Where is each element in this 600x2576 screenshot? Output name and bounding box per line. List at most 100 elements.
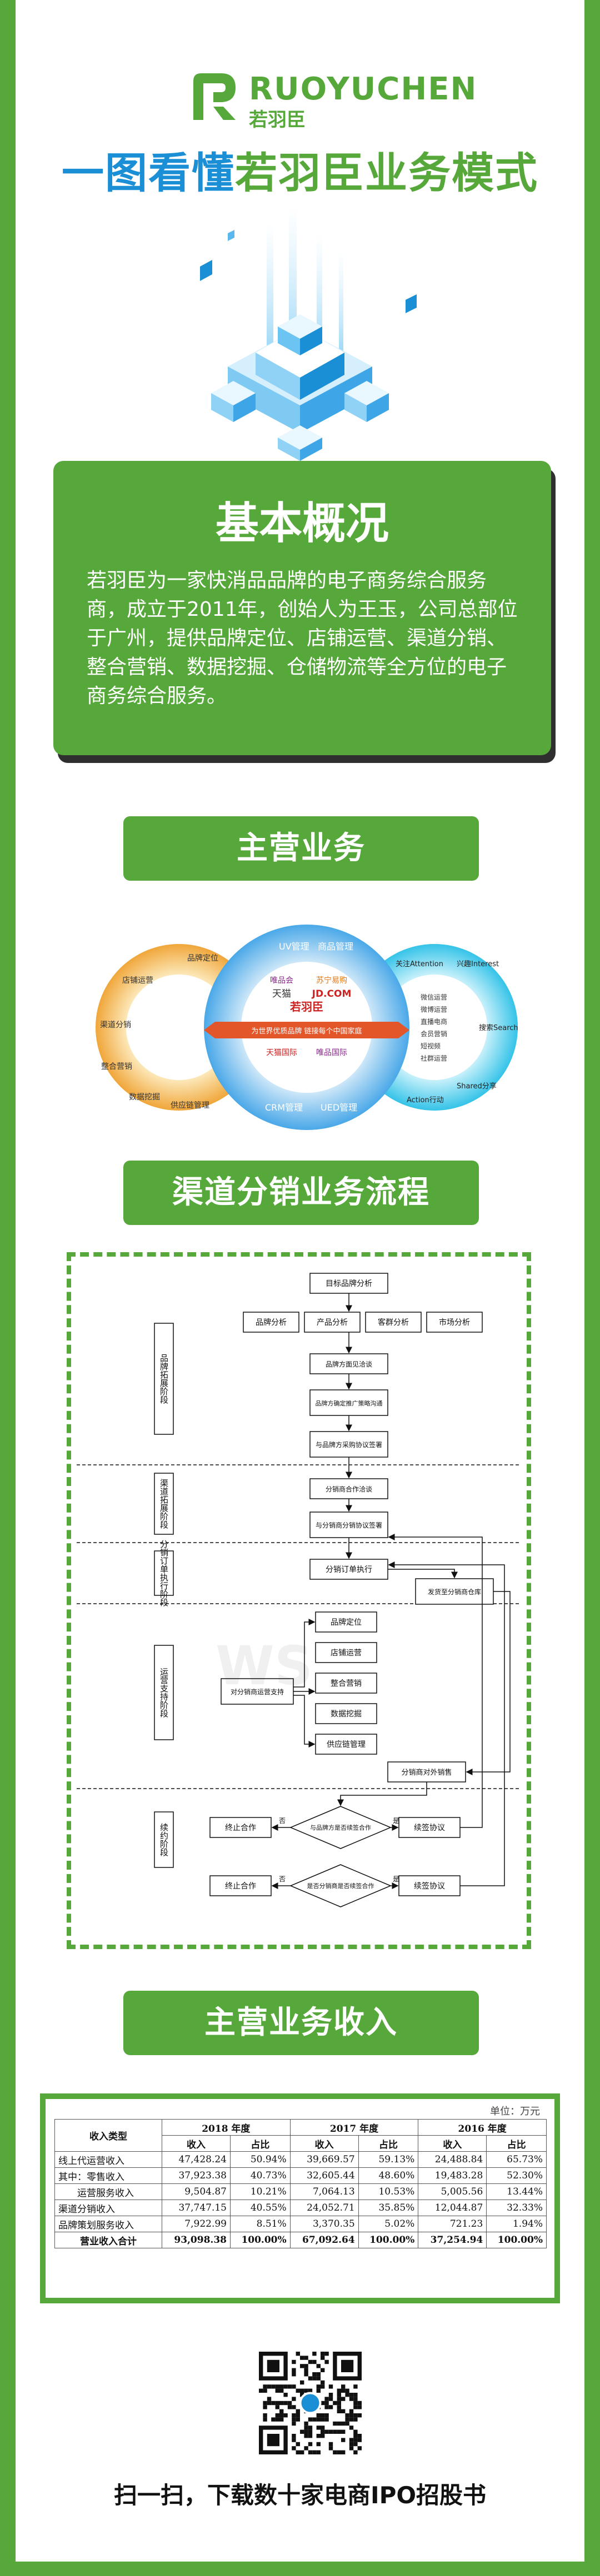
left-item-1: 店铺运营 [122,976,153,985]
row-label: 运营服务收入 [54,2183,162,2200]
cell: 7,064.13 [289,2183,359,2200]
header-year-2016: 2016 年度 [418,2119,547,2136]
flow-renew-1: 与品牌方是否续签合作 [310,1824,371,1831]
cell: 7,922.99 [162,2216,231,2232]
business-model-diagram: 为世界优质品牌 链接每个中国家庭 若羽臣 天猫 JD.COM 唯品会 苏宁易购 … [96,925,518,1130]
table-row: 运营服务收入 9,504.87 10.21% 7,064.13 10.53% 5… [54,2183,547,2200]
flow-expand-1: 品牌方面见洽谈 [326,1360,372,1368]
subheader-share: 占比 [358,2135,419,2152]
flow-no-1: 否 [279,1817,286,1825]
stage-3-label: 分销订单执行阶段 [159,1540,169,1606]
qr-code[interactable] [259,2352,362,2454]
flow-analysis-3: 客群分析 [378,1318,409,1327]
right-list-2: 微博运营 [421,1005,447,1013]
left-item-6: 供应链管理 [171,1101,209,1110]
flow-no-2: 否 [279,1875,286,1883]
logo-vip: 唯品会 [270,976,293,985]
right-item-3: 搜索Search [479,1024,518,1032]
subheader-income: 收入 [162,2135,231,2152]
headline-part1: 一图看懂 [62,148,235,198]
table-row: 其中：零售收入 37,923.38 40.73% 32,605.44 48.60… [54,2167,547,2184]
right-item-2: 兴趣Interest [457,960,499,968]
logo-jd: JD.COM [312,988,352,1000]
flow-yes-2: 是 [393,1875,399,1883]
flow-support-2: 店铺运营 [331,1649,362,1658]
cell: 5.02% [358,2216,419,2232]
cell: 100.00% [230,2232,291,2248]
flow-top: 目标品牌分析 [326,1279,372,1288]
flow-analysis-1: 品牌分析 [256,1318,287,1327]
page-headline: 一图看懂若羽臣业务模式 [0,139,600,200]
cell: 10.21% [230,2183,291,2200]
row-label: 品牌策划服务收入 [54,2216,162,2232]
table-row: 渠道分销收入 37,747.15 40.55% 24,052.71 35.85%… [54,2200,547,2216]
right-list-4: 会员营销 [421,1030,447,1038]
overview-body: 若羽臣为一家快消品品牌的电子商务综合服务商，成立于2011年，创始人为王玉，公司… [87,569,518,707]
cell: 65.73% [486,2151,547,2168]
left-item-3: 渠道分销 [100,1021,131,1030]
logo-tmall-global: 天猫国际 [266,1048,297,1057]
cell: 37,923.38 [162,2167,231,2184]
hero-isometric-cubes-illustration [200,205,417,461]
logo-tmall: 天猫 [272,988,291,1000]
cell: 37,254.94 [418,2232,487,2248]
bottom-green-border [0,2562,600,2576]
center-logo-text: 若羽臣 [289,1000,323,1013]
table-row: 品牌策划服务收入 7,922.99 8.51% 3,370.35 5.02% 7… [54,2216,547,2232]
row-label: 渠道分销收入 [54,2200,162,2216]
ruoyuchen-logo-icon [193,73,236,120]
channel-flow-box: 品牌拓展阶段 渠道拓展阶段 分销订单执行阶段 运营支持阶段 续约阶段 [67,1252,531,1949]
cell: 67,092.64 [289,2232,359,2248]
cell: 3,370.35 [289,2216,359,2232]
row-label: 线上代运营收入 [54,2151,162,2168]
cell: 24,052.71 [289,2200,359,2216]
flow-support-center: 对分销商运营支持 [231,1688,284,1696]
cell: 52.30% [486,2167,547,2184]
left-item-2: 品牌定位 [187,953,218,963]
flow-expand-3: 与品牌方采购协议签署 [316,1440,382,1449]
row-label: 其中：零售收入 [54,2167,162,2184]
cell: 40.55% [230,2200,291,2216]
stage-5-label: 续约阶段 [159,1823,169,1856]
flow-stop-2: 终止合作 [225,1882,256,1891]
flow-order-1: 分销订单执行 [326,1565,372,1574]
right-green-border [584,0,600,2576]
cell: 39,669.57 [289,2151,359,2168]
brand-name-en: RUOYUCHEN [249,71,478,107]
stage-2-label: 渠道拓展阶段 [159,1479,169,1529]
logo-suning: 苏宁易购 [316,976,347,985]
flow-support-3: 整合营销 [331,1679,362,1688]
logo-vip-global: 唯品国际 [316,1048,347,1057]
ring-goods: 商品管理 [318,941,353,952]
cell: 13.44% [486,2183,547,2200]
watermark: WS [216,1635,313,1697]
headline-part2: 若羽臣业务模式 [235,148,538,198]
cell: 40.73% [230,2167,291,2184]
cell: 59.13% [358,2151,419,2168]
flow-stop-1: 终止合作 [225,1824,256,1832]
cell: 50.94% [230,2151,291,2168]
revenue-table-box: 单位：万元 收入类型 2018 年度 2017 年度 2016 年度 收入 占比… [40,2093,560,2303]
left-green-border [0,0,16,2576]
cell: 32.33% [486,2200,547,2216]
right-item-5: Action行动 [407,1096,444,1104]
cell: 35.85% [358,2200,419,2216]
flow-support-1: 品牌定位 [331,1618,362,1627]
cell: 100.00% [358,2232,419,2248]
right-list-6: 社群运营 [421,1054,447,1062]
flow-sign-1: 续签协议 [414,1823,445,1832]
revenue-unit: 单位：万元 [490,2106,540,2117]
cell: 37,747.15 [162,2200,231,2216]
subheader-share: 占比 [230,2135,291,2152]
cell: 5,005.56 [418,2183,487,2200]
header-year-2017: 2017 年度 [289,2119,419,2136]
cell: 9,504.87 [162,2183,231,2200]
subheader-income: 收入 [289,2135,359,2152]
flow-yes-1: 是 [393,1817,399,1825]
flow-settle: 分销商对外销售 [401,1768,452,1777]
cell: 10.53% [358,2183,419,2200]
header-year-2018: 2018 年度 [162,2119,291,2136]
flow-support-5: 供应链管理 [327,1740,366,1749]
stage-1-label: 品牌拓展阶段 [159,1354,169,1404]
cell: 721.23 [418,2216,487,2232]
